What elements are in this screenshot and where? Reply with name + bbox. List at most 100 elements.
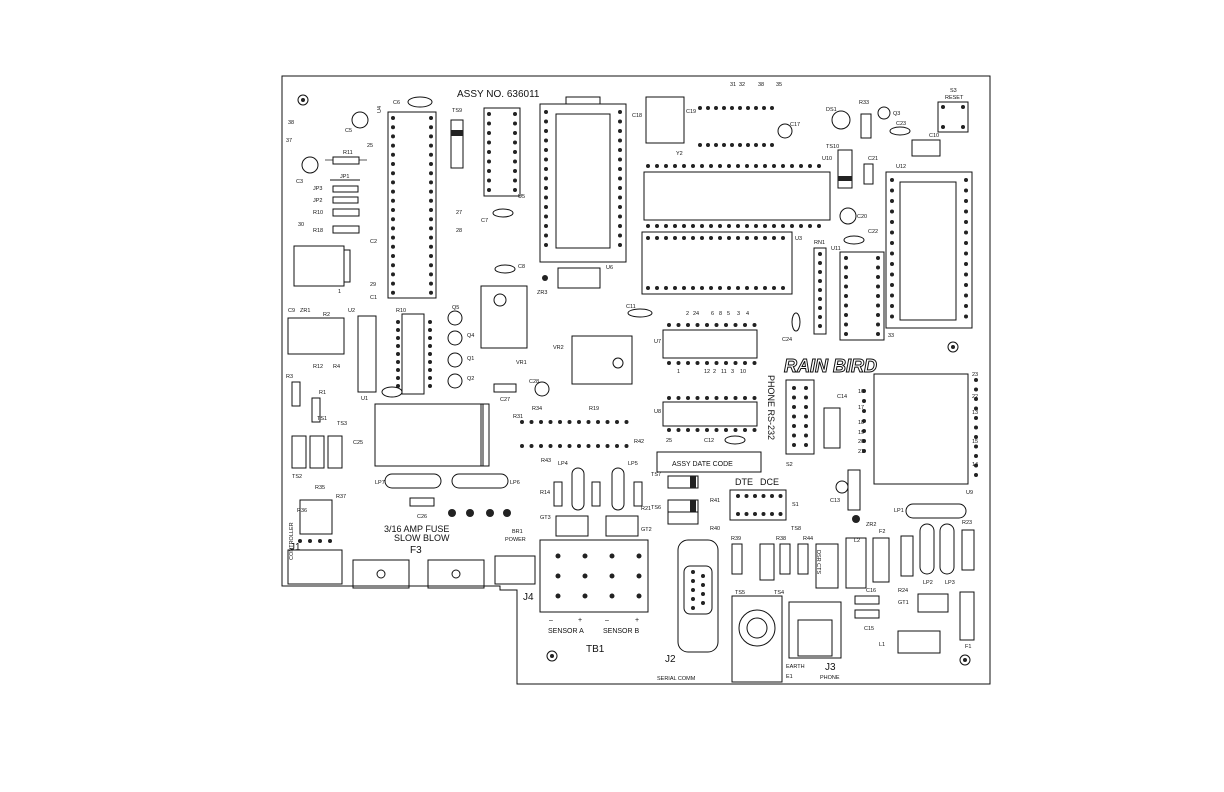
solder-pad xyxy=(428,368,432,372)
ref-r43: R43 xyxy=(541,458,551,464)
solder-pad xyxy=(727,224,731,228)
j3-phone-jack[interactable] xyxy=(797,619,833,657)
pin-label: 38 xyxy=(288,120,294,126)
solder-pad xyxy=(714,361,719,365)
solder-pad xyxy=(876,322,880,327)
solder-pad xyxy=(817,224,821,228)
s1-switch[interactable] xyxy=(729,489,787,521)
ref-c21: C21 xyxy=(868,156,878,162)
solder-pad xyxy=(555,593,561,599)
solder-pad xyxy=(772,286,776,290)
solder-pad xyxy=(722,106,726,110)
solder-pad xyxy=(804,443,808,447)
solder-pad xyxy=(548,420,553,424)
w1-jumper[interactable] xyxy=(815,543,839,589)
octal-connector[interactable] xyxy=(731,595,783,683)
ref-ds1: DS1 xyxy=(826,107,837,113)
fuse-label-1: 3/16 AMP FUSE xyxy=(384,524,449,534)
solder-pad xyxy=(890,230,894,235)
reset-switch-s3[interactable] xyxy=(937,101,969,133)
pin-label: 2 xyxy=(713,369,716,375)
ref-vr2: VR2 xyxy=(553,345,564,351)
solder-pad xyxy=(974,387,978,392)
solder-pad xyxy=(792,424,796,428)
solder-pad xyxy=(844,256,848,260)
solder-pad xyxy=(818,279,822,283)
svg-text:RAIN BIRD: RAIN BIRD xyxy=(784,356,877,376)
solder-pad xyxy=(974,473,978,477)
j1-connector[interactable] xyxy=(287,549,343,585)
solder-pad xyxy=(428,320,432,324)
ref-q5: Q5 xyxy=(452,305,459,311)
solder-pad xyxy=(391,143,395,148)
s2-switch[interactable] xyxy=(785,379,815,455)
solder-pad xyxy=(558,444,562,448)
vr2 xyxy=(571,335,633,385)
ref-jp2: JP2 xyxy=(313,198,322,204)
ref-ts3: TS3 xyxy=(337,421,347,427)
solder-pad xyxy=(698,106,702,110)
solder-pad xyxy=(792,433,796,438)
solder-pad xyxy=(844,294,848,298)
solder-pad xyxy=(544,176,548,181)
j2-serial-connector[interactable] xyxy=(677,539,719,653)
ref-ts6: TS6 xyxy=(651,505,661,511)
solder-pad xyxy=(974,463,978,468)
solder-pad xyxy=(754,236,758,240)
solder-pad xyxy=(974,435,978,439)
solder-pad xyxy=(428,328,432,332)
u5-ic xyxy=(483,107,521,197)
solder-pad xyxy=(609,573,615,579)
solder-pad xyxy=(818,252,822,256)
solder-pad xyxy=(655,286,659,290)
pin-label: 32 xyxy=(739,82,745,88)
pin-label: 22 xyxy=(972,394,978,400)
solder-pad xyxy=(555,573,561,579)
solder-pad xyxy=(428,344,432,348)
ref-q1: Q1 xyxy=(467,356,474,362)
solder-pad xyxy=(862,439,866,443)
ref-r44: R44 xyxy=(803,536,813,542)
solder-pad xyxy=(667,396,671,400)
solder-pad xyxy=(754,143,758,147)
pin-label: 1 xyxy=(338,289,341,295)
ref-c9: C9 xyxy=(288,308,295,314)
ref-tb1: TB1 xyxy=(586,644,605,655)
solder-pad xyxy=(744,512,749,516)
solder-pad xyxy=(664,164,668,168)
solder-pad xyxy=(862,399,866,403)
solder-pad xyxy=(743,323,747,327)
j4-power-connector[interactable] xyxy=(494,555,536,585)
solder-pad xyxy=(686,361,690,365)
solder-pad xyxy=(727,164,731,168)
solder-pad xyxy=(772,164,776,168)
ref-u2: U2 xyxy=(348,308,355,314)
solder-pad xyxy=(513,150,517,154)
solder-pad xyxy=(429,281,433,286)
solder-pad xyxy=(428,384,432,388)
solder-pad xyxy=(714,106,718,110)
pin-label: 33 xyxy=(888,333,894,339)
solder-pad xyxy=(799,224,803,228)
solder-pad xyxy=(974,454,978,458)
solder-pad xyxy=(673,286,677,290)
mounting-hole xyxy=(947,341,959,353)
solder-pad xyxy=(391,152,395,157)
solder-pad xyxy=(429,125,433,130)
solder-pad xyxy=(876,294,880,298)
pin-label: 16 xyxy=(858,389,864,395)
solder-pad xyxy=(818,324,822,328)
u3-ic xyxy=(641,231,793,295)
ref-u9: U9 xyxy=(966,490,973,496)
solder-pad xyxy=(790,164,794,168)
ref-ts9: TS9 xyxy=(452,108,462,114)
ref-zr3: ZR3 xyxy=(537,290,547,296)
tb1-terminal-block[interactable] xyxy=(539,539,649,613)
ref-q3: Q3 xyxy=(893,111,900,117)
solder-pad xyxy=(752,361,757,365)
solder-pad xyxy=(391,125,395,130)
solder-pad xyxy=(391,180,395,185)
pin-label: 30 xyxy=(298,222,304,228)
ref-c13: C13 xyxy=(830,498,840,504)
